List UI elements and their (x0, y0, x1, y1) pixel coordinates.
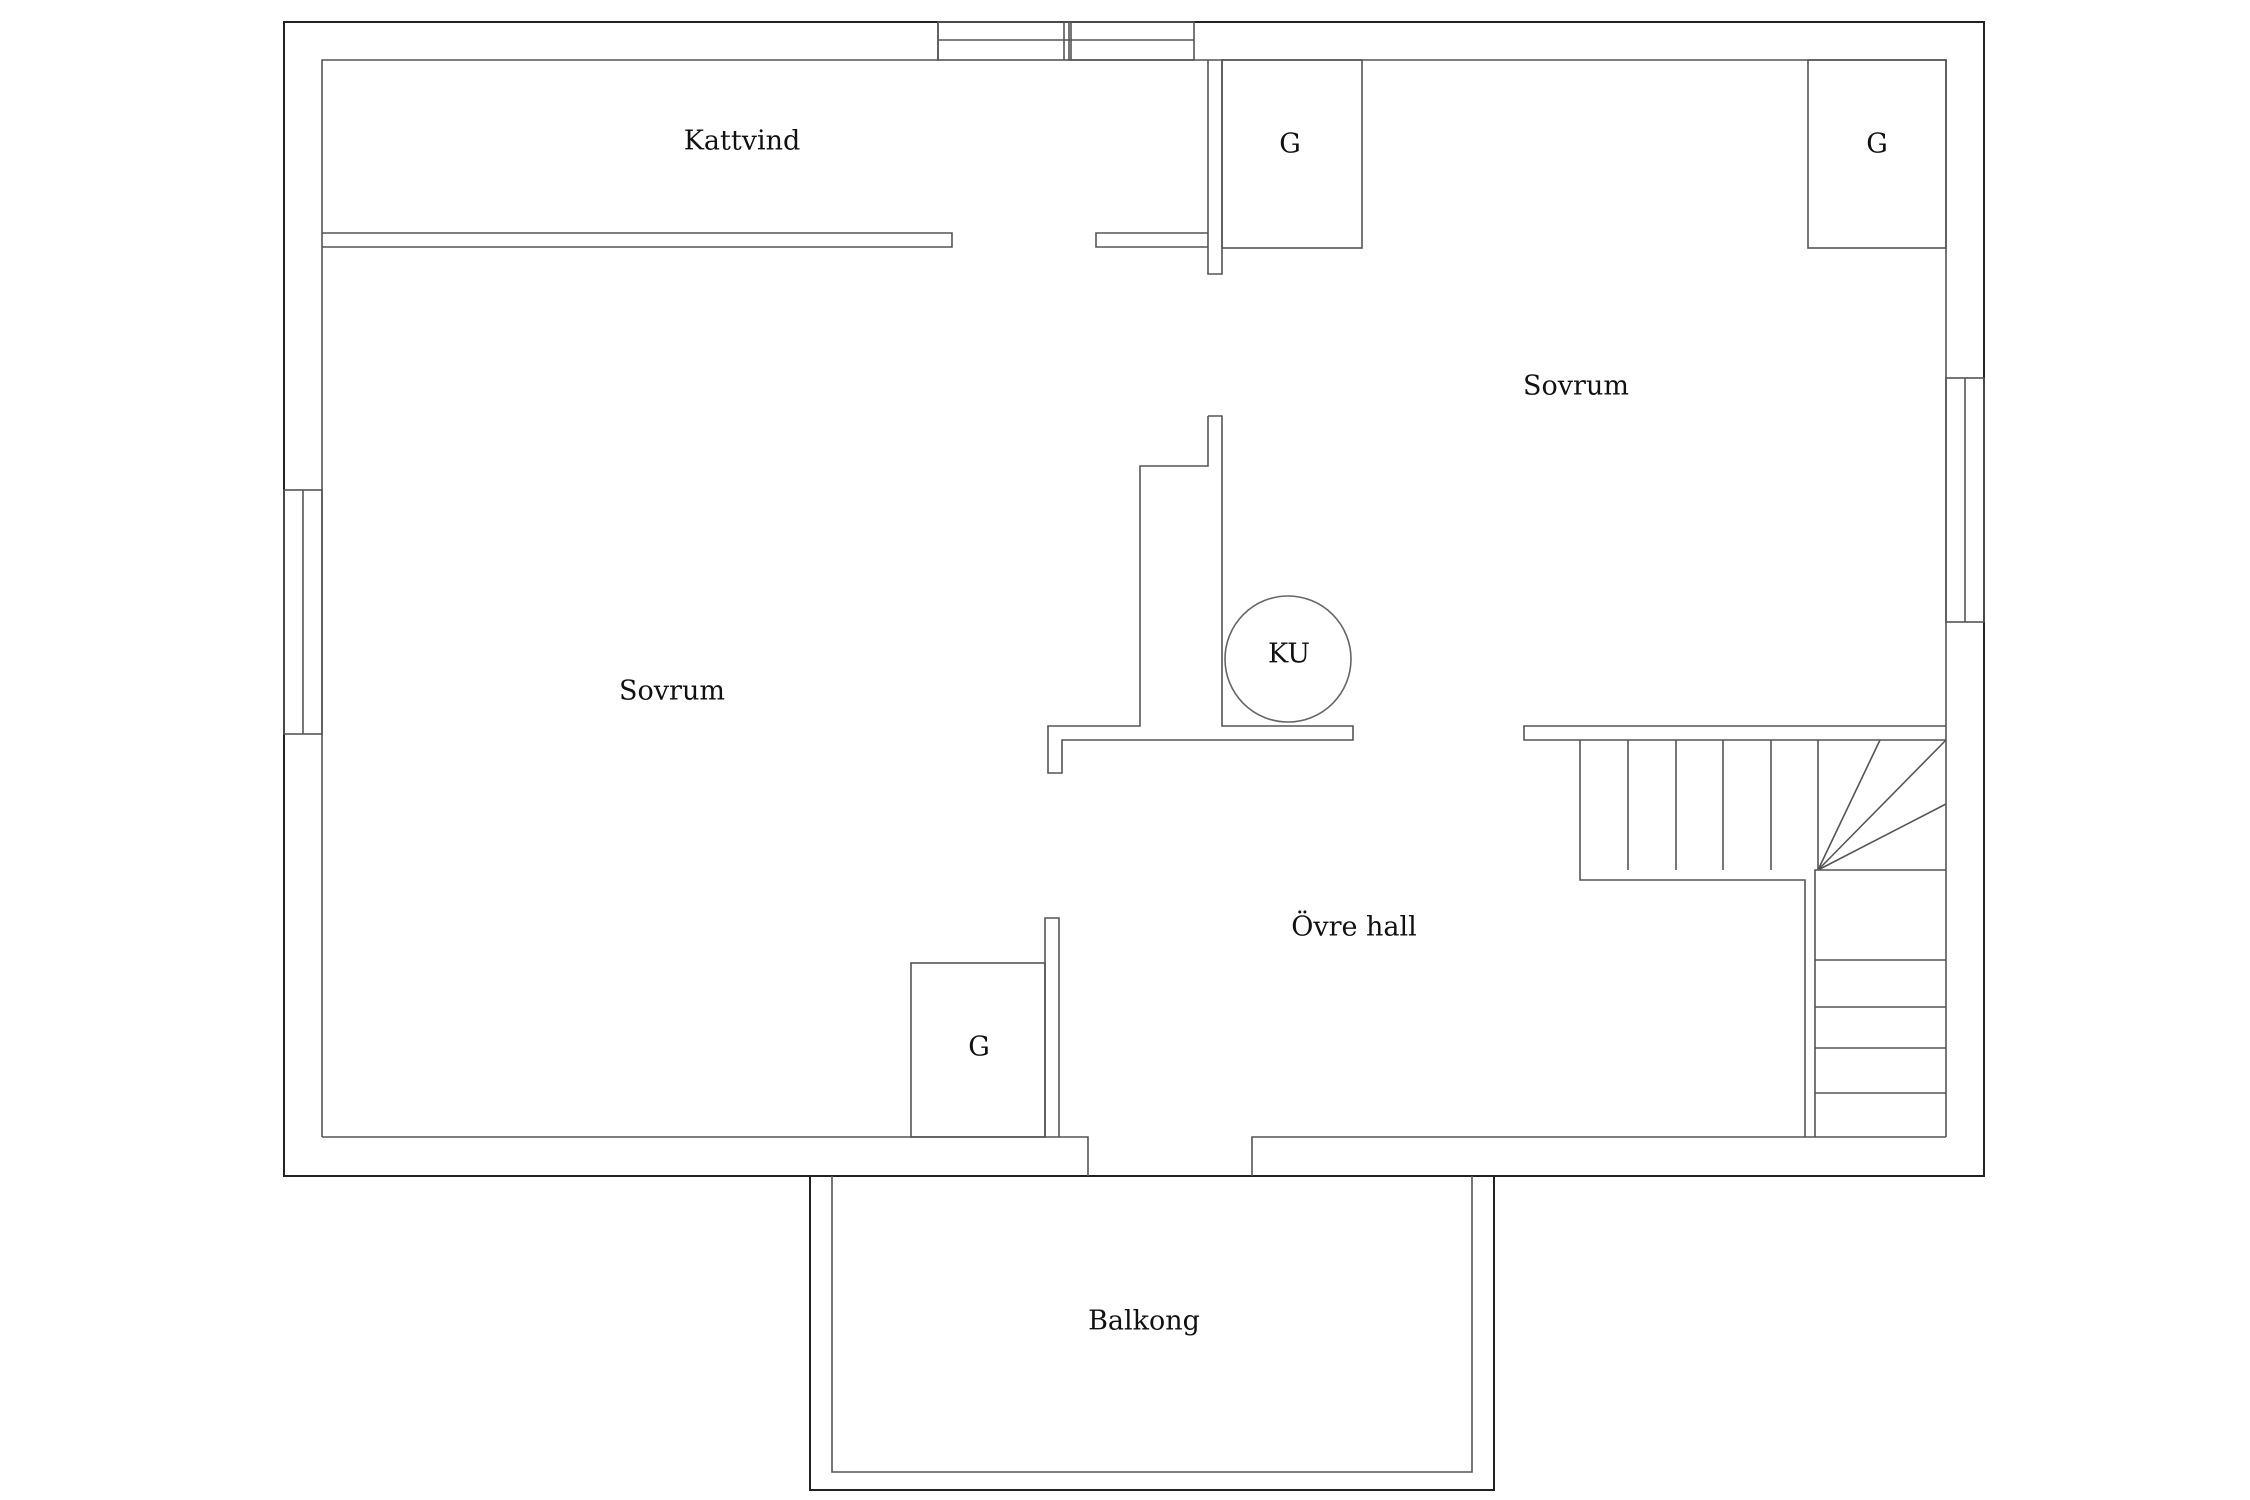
room-label-bedroom-right: Sovrum (1523, 371, 1629, 402)
outer-walls (283, 21, 1985, 1177)
closet-bottom-left (910, 962, 1046, 1138)
closet-label-top-right: G (1866, 129, 1888, 160)
closet-top-right (1807, 59, 1947, 249)
top-window (937, 21, 1195, 61)
ku-fixture (1224, 595, 1352, 723)
closet-label-bottom-left: G (968, 1032, 990, 1063)
room-label-balcony: Balkong (1088, 1306, 1200, 1337)
left-window (283, 489, 323, 735)
room-label-bedroom-left: Sovrum (619, 676, 725, 707)
balcony (809, 1176, 1495, 1491)
room-label-upper-hall: Övre hall (1291, 909, 1417, 943)
closet-top-middle (1221, 59, 1363, 249)
closet-label-top-middle: G (1279, 129, 1301, 160)
staircase (1579, 739, 1947, 1137)
interior-walls (322, 60, 1946, 1176)
kattvind-wall (322, 232, 1208, 248)
right-window (1945, 377, 1985, 623)
room-label-kattvind: Kattvind (684, 126, 801, 157)
ku-label: KU (1268, 639, 1310, 670)
